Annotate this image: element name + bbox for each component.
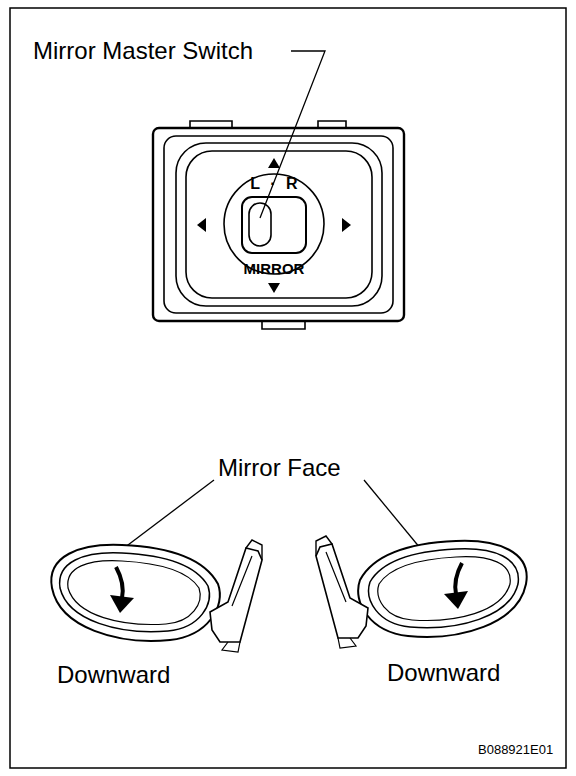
figure-code: B088921E01 <box>478 743 553 757</box>
direction-triangles <box>197 158 351 293</box>
switch-marking: L · R <box>250 175 297 193</box>
mirror-switch <box>153 121 404 329</box>
door-mirror <box>51 540 262 652</box>
direction-label: Downward <box>387 660 500 686</box>
leader-lines <box>124 51 430 560</box>
frame <box>10 8 566 768</box>
door-mirror <box>316 536 527 648</box>
part-name: Mirror Master Switch <box>33 38 253 64</box>
direction-label: Downward <box>57 662 170 688</box>
switch-marking: MIRROR <box>244 261 305 278</box>
part-name: Mirror Face <box>218 455 341 481</box>
